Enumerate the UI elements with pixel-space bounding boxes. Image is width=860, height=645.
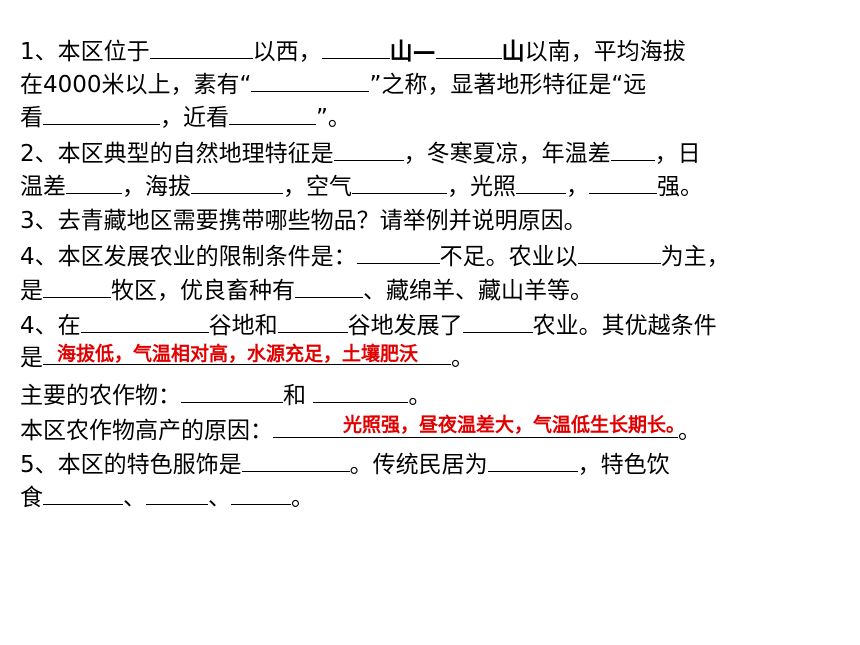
- line-text: ”。: [316, 105, 351, 131]
- line-text: 、: [208, 485, 231, 511]
- blank[interactable]: [43, 277, 111, 298]
- blank[interactable]: [149, 38, 253, 59]
- blank[interactable]: [191, 173, 283, 194]
- line-text: 食: [20, 485, 43, 511]
- line-text: ，空气: [283, 174, 352, 200]
- blank[interactable]: [43, 104, 160, 125]
- question-line-1: 1、本区位于以西，山—山以南，平均海拔: [20, 37, 686, 67]
- line-text: 。: [291, 485, 314, 511]
- blank[interactable]: [241, 451, 350, 472]
- blank[interactable]: [610, 140, 655, 161]
- blank[interactable]: [295, 277, 363, 298]
- line-text: ，海拔: [122, 174, 191, 200]
- line-text: 农业。其优越条件: [532, 313, 717, 339]
- line-text: 温差: [20, 174, 66, 200]
- line-text: 主要的农作物：: [20, 383, 181, 409]
- line-text: 、藏绵羊、藏山羊等。: [363, 278, 593, 304]
- blank[interactable]: [66, 173, 122, 194]
- line-text: ”之称，显著地形特征是“远: [369, 72, 647, 98]
- line-text: 。: [408, 383, 432, 409]
- line-text: 。传统民居为: [349, 452, 488, 478]
- line-text: 谷地发展了: [347, 313, 463, 339]
- line-text: ，光照: [447, 174, 516, 200]
- blank[interactable]: [277, 312, 348, 333]
- line-text: 和: [283, 383, 314, 409]
- blank[interactable]: [43, 344, 451, 365]
- question-line-6: 3、去青藏地区需要携带哪些物品？请举例并说明原因。: [20, 206, 587, 236]
- blank[interactable]: [352, 173, 447, 194]
- line-text: 3、去青藏地区需要携带哪些物品？请举例并说明原因。: [20, 208, 587, 234]
- line-text: ，冬寒夏凉，年温差: [403, 141, 611, 167]
- line-text: ，日: [654, 141, 701, 167]
- answer-conditions: 海拔低，气温相对高，水源充足，土壤肥沃: [57, 343, 419, 365]
- blank[interactable]: [146, 484, 208, 505]
- question-line-14: 食 、 、 。: [20, 483, 314, 513]
- line-text: 1、本区位于: [20, 39, 150, 65]
- line-text: 2、本区典型的自然地理特征是: [20, 141, 334, 167]
- line-text: 是: [20, 345, 43, 371]
- blank[interactable]: [43, 484, 123, 505]
- blank[interactable]: [251, 71, 370, 92]
- question-line-7: 4、本区发展农业的限制条件是： 不足。农业以 为主，: [20, 242, 730, 272]
- line-text: 。: [451, 345, 474, 371]
- question-line-3: 看 ，近看 ”。: [20, 103, 351, 133]
- line-text: ，特色饮: [577, 452, 670, 478]
- line-text: 、: [123, 485, 146, 511]
- line-text: 是: [20, 278, 43, 304]
- blank[interactable]: [231, 484, 291, 505]
- line-text: 山: [501, 39, 525, 65]
- line-text: 以西，: [252, 39, 322, 65]
- line-text: ，: [566, 174, 589, 200]
- line-text: 。: [678, 418, 701, 444]
- blank[interactable]: [356, 243, 440, 264]
- blank[interactable]: [333, 140, 404, 161]
- question-line-8: 是 牧区，优良畜种有 、藏绵羊、藏山羊等。: [20, 276, 593, 306]
- blank[interactable]: [181, 382, 283, 403]
- line-text: 为主，: [660, 244, 730, 270]
- line-text: —: [412, 39, 436, 65]
- line-text: 谷地和: [208, 313, 278, 339]
- line-text: 牧区，优良畜种有: [111, 278, 295, 304]
- line-text: 山: [389, 39, 413, 65]
- blank[interactable]: [487, 451, 578, 472]
- line-text: 强。: [657, 174, 703, 200]
- line-text: 在4000米以上，素有“: [20, 72, 252, 98]
- blank[interactable]: [313, 382, 409, 403]
- question-line-9: 4、在 谷地和 谷地发展了 农业。其优越条件: [20, 311, 717, 341]
- line-text: 以南，平均海拔: [524, 39, 686, 65]
- question-line-5: 温差 ，海拔 ，空气 ，光照 ， 强。: [20, 172, 703, 202]
- line-text: 看: [20, 105, 43, 131]
- question-line-12: 本区农作物高产的原因： 。: [20, 416, 701, 446]
- blank[interactable]: [577, 243, 661, 264]
- line-text: 5、本区的特色服饰是: [20, 452, 242, 478]
- blank[interactable]: [462, 312, 533, 333]
- question-line-2: 在4000米以上，素有“ ”之称，显著地形特征是“远: [20, 70, 646, 100]
- line-text: 本区农作物高产的原因：: [20, 418, 273, 444]
- blank[interactable]: [229, 104, 316, 125]
- line-text: ，近看: [160, 105, 229, 131]
- question-line-10: 是。: [20, 343, 474, 373]
- question-line-4: 2、本区典型的自然地理特征是 ，冬寒夏凉，年温差 ，日: [20, 139, 701, 169]
- line-text: 4、本区发展农业的限制条件是：: [20, 244, 357, 270]
- blank[interactable]: [273, 417, 678, 438]
- blank[interactable]: [80, 312, 209, 333]
- question-line-13: 5、本区的特色服饰是 。传统民居为 ，特色饮: [20, 450, 670, 480]
- blank[interactable]: [589, 173, 657, 194]
- line-text: 4、在: [20, 313, 81, 339]
- blank[interactable]: [516, 173, 566, 194]
- question-line-11: 主要的农作物： 和 。: [20, 381, 431, 411]
- line-text: 不足。农业以: [439, 244, 578, 270]
- answer-high-yield-reason: 光照强，昼夜温差大，气温低生长期长。: [343, 414, 686, 436]
- blank[interactable]: [435, 38, 502, 59]
- blank[interactable]: [321, 38, 390, 59]
